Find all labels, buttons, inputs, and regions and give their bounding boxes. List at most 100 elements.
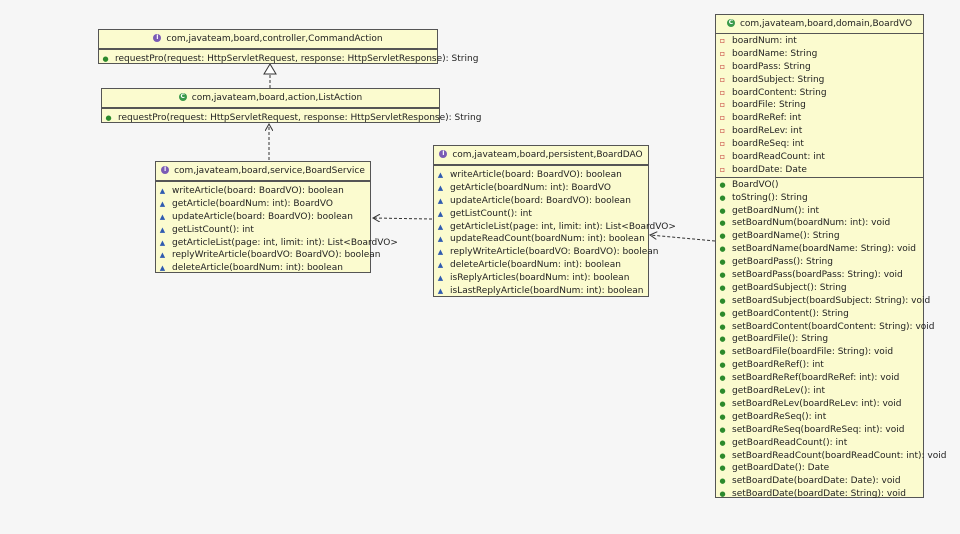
- method-row[interactable]: ● getBoardReSeq(): int: [716, 411, 923, 424]
- class-title: com,javateam,board,service,BoardService: [174, 166, 365, 176]
- method-row-text: getArticleList(page: int, limit: int): L…: [450, 221, 676, 232]
- method-row[interactable]: ●getBoardFile(): String: [716, 333, 923, 346]
- method-row[interactable]: ●setBoardName(boardName: String): void: [716, 243, 923, 256]
- method-row[interactable]: ●getBoardReLev(): int: [716, 385, 923, 398]
- method-row[interactable]: ●setBoardReLev(boardReLev: int): void: [716, 398, 923, 411]
- field-row[interactable]: ▫boardName: String: [716, 48, 923, 61]
- method-row[interactable]: ●getBoardName(): String: [716, 230, 923, 243]
- method-row[interactable]: ▲updateArticle(board: BoardVO): boolean: [156, 211, 370, 224]
- method-row[interactable]: ●setBoardContent(boardContent: String): …: [716, 321, 934, 334]
- package-visibility-icon: ▲: [437, 209, 444, 218]
- method-row-text: getBoardReSeq(): int: [732, 411, 827, 422]
- field-row-text: boardName: String: [732, 48, 818, 59]
- method-row-text: BoardVO(): [732, 179, 779, 190]
- method-row[interactable]: ●setBoardReSeq(boardReSeq: int): void: [716, 424, 923, 437]
- package-visibility-icon: ▲: [437, 248, 444, 257]
- method-row-text: requestPro(request: HttpServletRequest, …: [115, 54, 479, 64]
- method-row[interactable]: ●setBoardSubject(boardSubject: String): …: [716, 295, 930, 308]
- method-row[interactable]: ●getBoardDate(): Date: [716, 462, 923, 475]
- method-row-text: updateArticle(board: BoardVO): boolean: [450, 195, 631, 206]
- method-row[interactable]: ●getBoardContent(): String: [716, 308, 923, 321]
- method-row[interactable]: ●getBoardReadCount(): int: [716, 437, 923, 450]
- method-row[interactable]: ▲getArticle(boardNum: int): BoardVO: [156, 198, 370, 211]
- private-visibility-icon: ▫: [719, 74, 726, 84]
- field-row[interactable]: ▫boardReLev: int: [716, 125, 923, 138]
- private-visibility-icon: ▫: [719, 87, 726, 97]
- package-visibility-icon: ▲: [437, 261, 444, 270]
- method-row[interactable]: ▲deleteArticle(boardNum: int): boolean: [156, 262, 370, 275]
- method-row[interactable]: ●setBoardDate(boardDate: Date): void: [716, 475, 923, 488]
- method-row[interactable]: ▲writeArticle(board: BoardVO): boolean: [434, 169, 648, 182]
- method-row[interactable]: ▲isReplyArticles(boardNum: int): boolean: [434, 272, 648, 285]
- method-row[interactable]: ●setBoardPass(boardPass: String): void: [716, 269, 923, 282]
- field-row[interactable]: ▫boardContent: String: [716, 87, 923, 100]
- method-row-text: setBoardReadCount(boardReadCount: int): …: [732, 450, 947, 461]
- method-row[interactable]: ▲getListCount(): int: [434, 208, 648, 221]
- method-row[interactable]: ▲getListCount(): int: [156, 224, 370, 237]
- method-row[interactable]: ● requestPro(request: HttpServletRequest,…: [99, 53, 478, 66]
- method-row[interactable]: ●getBoardNum(): int: [716, 205, 923, 218]
- method-row[interactable]: ▲getArticleList(page: int, limit: int): …: [156, 237, 398, 250]
- method-row[interactable]: ●getBoardSubject(): String: [716, 282, 923, 295]
- field-row[interactable]: ▫boardNum: int: [716, 35, 923, 48]
- method-row[interactable]: ●toString(): String: [716, 192, 923, 205]
- method-row-text: toString(): String: [732, 192, 808, 203]
- method-row[interactable]: ●BoardVO(): [716, 179, 923, 192]
- method-row[interactable]: ●getBoardReRef(): int: [716, 359, 923, 372]
- package-visibility-icon: ▲: [437, 287, 444, 296]
- method-row-text: setBoardReLev(boardReLev: int): void: [732, 398, 902, 409]
- class-icon: C: [178, 92, 187, 101]
- field-row[interactable]: ▫boardReSeq: int: [716, 138, 923, 151]
- package-visibility-icon: ▲: [159, 225, 166, 234]
- private-visibility-icon: ▫: [719, 113, 726, 123]
- method-row-text: setBoardDate(boardDate: String): void: [732, 489, 906, 500]
- field-row[interactable]: ▫boardDate: Date: [716, 164, 923, 177]
- method-row[interactable]: ▲writeArticle(board: BoardVO): boolean: [156, 185, 370, 198]
- public-visibility-icon: ●: [719, 309, 726, 318]
- method-row[interactable]: ●requestPro(request: HttpServletRequest,…: [102, 112, 481, 125]
- attribute-compartment: [99, 49, 437, 52]
- private-visibility-icon: ▫: [719, 100, 726, 110]
- field-row[interactable]: ▫boardReadCount: int: [716, 151, 923, 164]
- private-visibility-icon: ▫: [719, 139, 726, 149]
- method-row[interactable]: ●setBoardNum(boardNum: int): void: [716, 217, 923, 230]
- method-row[interactable]: ●getBoardPass(): String: [716, 256, 923, 269]
- method-row-text: getBoardFile(): String: [732, 334, 829, 345]
- method-row[interactable]: ▲deleteArticle(boardNum: int): boolean: [434, 259, 648, 272]
- method-row-text: updateArticle(board: BoardVO): boolean: [172, 211, 353, 222]
- realization-arrowhead: [263, 63, 277, 75]
- field-row[interactable]: ▫boardPass: String: [716, 61, 923, 74]
- method-row[interactable]: ▲getArticle(boardNum: int): BoardVO: [434, 182, 648, 195]
- public-visibility-icon: ●: [719, 477, 726, 486]
- interface-icon: I: [439, 149, 448, 158]
- field-row[interactable]: ▫ boardFile: String: [716, 99, 923, 112]
- public-visibility-icon: ●: [719, 412, 726, 421]
- method-row[interactable]: ▲getArticleList(page: int, limit: int): …: [434, 221, 676, 234]
- dependency-vo-to-dao: [650, 235, 716, 242]
- method-row[interactable]: ▲isLastReplyArticle(boardNum: int): bool…: [434, 285, 648, 298]
- package-visibility-icon: ▲: [159, 199, 166, 208]
- method-row[interactable]: ●setBoardDate(boardDate: String): void: [716, 488, 923, 501]
- method-row[interactable]: ●setBoardFile(boardFile: String): void: [716, 346, 923, 359]
- attribute-compartment: [434, 165, 648, 168]
- field-row[interactable]: ▫boardReRef: int: [716, 112, 923, 125]
- method-row[interactable]: ▲replyWriteArticle(boardVO: BoardVO): bo…: [156, 249, 381, 262]
- field-row-text: boardFile: String: [732, 100, 806, 111]
- field-row[interactable]: ▫boardSubject: String: [716, 74, 923, 87]
- method-row[interactable]: ▲replyWriteArticle(boardVO: BoardVO): bo…: [434, 246, 659, 259]
- private-visibility-icon: ▫: [719, 126, 726, 136]
- method-row[interactable]: ▲updateArticle(board: BoardVO): boolean: [434, 195, 648, 208]
- method-row[interactable]: ▲updateReadCount(boardNum: int): boolean: [434, 233, 648, 246]
- method-row[interactable]: ●setBoardReRef(boardReRef: int): void: [716, 372, 923, 385]
- public-visibility-icon: ●: [719, 258, 726, 267]
- method-list: ▲writeArticle(board: BoardVO): boolean▲g…: [156, 184, 398, 275]
- method-row[interactable]: ●setBoardReadCount(boardReadCount: int):…: [716, 450, 946, 463]
- public-visibility-icon: ●: [102, 55, 109, 63]
